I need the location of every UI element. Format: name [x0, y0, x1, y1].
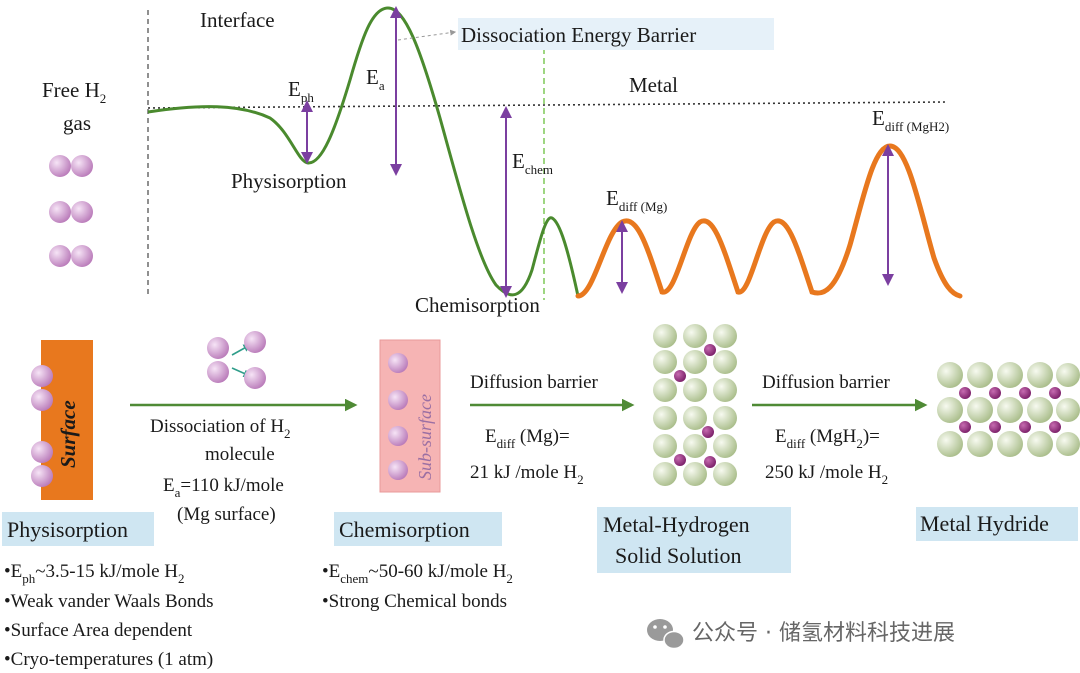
chem-bullet-2: •Strong Chemical bonds [322, 591, 507, 612]
diffusion-barrier-2-label: Diffusion barrier [762, 372, 891, 393]
physisorption-top-label: Physisorption [231, 169, 347, 193]
phys-bullet-1: •Eph~3.5-15 kJ/mole H2 [4, 561, 185, 586]
phys-bullet-3: •Surface Area dependent [4, 620, 193, 641]
free-h2-label: Free H2 [42, 78, 106, 106]
chemisorption-box-label: Chemisorption [339, 517, 470, 542]
dissociating-h2 [207, 331, 266, 389]
metal-hydride-box-label: Metal Hydride [920, 511, 1049, 536]
ediff-mgh2-value-label: Ediff (MgH2)= [775, 426, 880, 451]
phys-bullet-4: •Cryo-temperatures (1 atm) [4, 649, 213, 670]
molecule-label: molecule [205, 444, 275, 465]
metal-hydride-box [916, 507, 1078, 541]
echem-label: Echem [512, 149, 553, 177]
ediff-mgh2-energy: 250 kJ /mole H2 [765, 462, 888, 487]
subsurface-h-atoms [388, 353, 408, 480]
metal-hydride-lattice [937, 362, 1080, 457]
gas-label: gas [63, 111, 91, 135]
eph-label: Eph [288, 77, 314, 105]
barrier-callout-label: Dissociation Energy Barrier [461, 23, 696, 47]
watermark-label: 公众号 · 储氢材料科技进展 [692, 621, 955, 646]
chem-bullet-1: •Echem~50-60 kJ/mole H2 [322, 561, 513, 586]
ediff-mg-energy: 21 kJ /mole H2 [470, 462, 584, 487]
phys-bullet-2: •Weak vander Waals Bonds [4, 591, 214, 612]
interface-label: Interface [200, 8, 275, 32]
metal-label: Metal [629, 73, 678, 97]
ediff-mg-label: Ediff (Mg) [606, 186, 667, 214]
physisorption-chemisorption-curve [147, 6, 580, 297]
ea-value-label: Ea=110 kJ/mole [163, 475, 284, 500]
subsurface-label: Sub-surface [415, 394, 435, 480]
solid-solution-box [597, 507, 791, 573]
ediff-mgh2-label: Ediff (MgH2) [872, 106, 949, 134]
dissociation-label: Dissociation of H2 [150, 416, 291, 441]
ea-label: Ea [366, 65, 385, 93]
solid-solution-label-2: Solid Solution [615, 543, 742, 568]
chemisorption-box [334, 512, 502, 546]
ediff-mg-value-label: Ediff (Mg)= [485, 426, 570, 451]
mg-surface-label: (Mg surface) [177, 504, 276, 525]
physisorption-box-label: Physisorption [7, 517, 128, 542]
chemisorption-top-label: Chemisorption [415, 293, 540, 317]
surface-label: Surface [56, 400, 80, 468]
diffusion-barrier-1-label: Diffusion barrier [470, 372, 599, 393]
surface-h-atoms [31, 365, 53, 487]
physisorption-box [2, 512, 154, 546]
free-h2-molecules [49, 155, 93, 267]
barrier-callout-box [458, 18, 774, 50]
zero-energy-line [147, 101, 946, 109]
solid-solution-lattice [653, 324, 737, 486]
wechat-icon [647, 619, 685, 650]
metal-diffusion-curve [575, 143, 963, 299]
barrier-callout-arrow [397, 29, 457, 41]
solid-solution-label-1: Metal-Hydrogen [603, 512, 750, 537]
